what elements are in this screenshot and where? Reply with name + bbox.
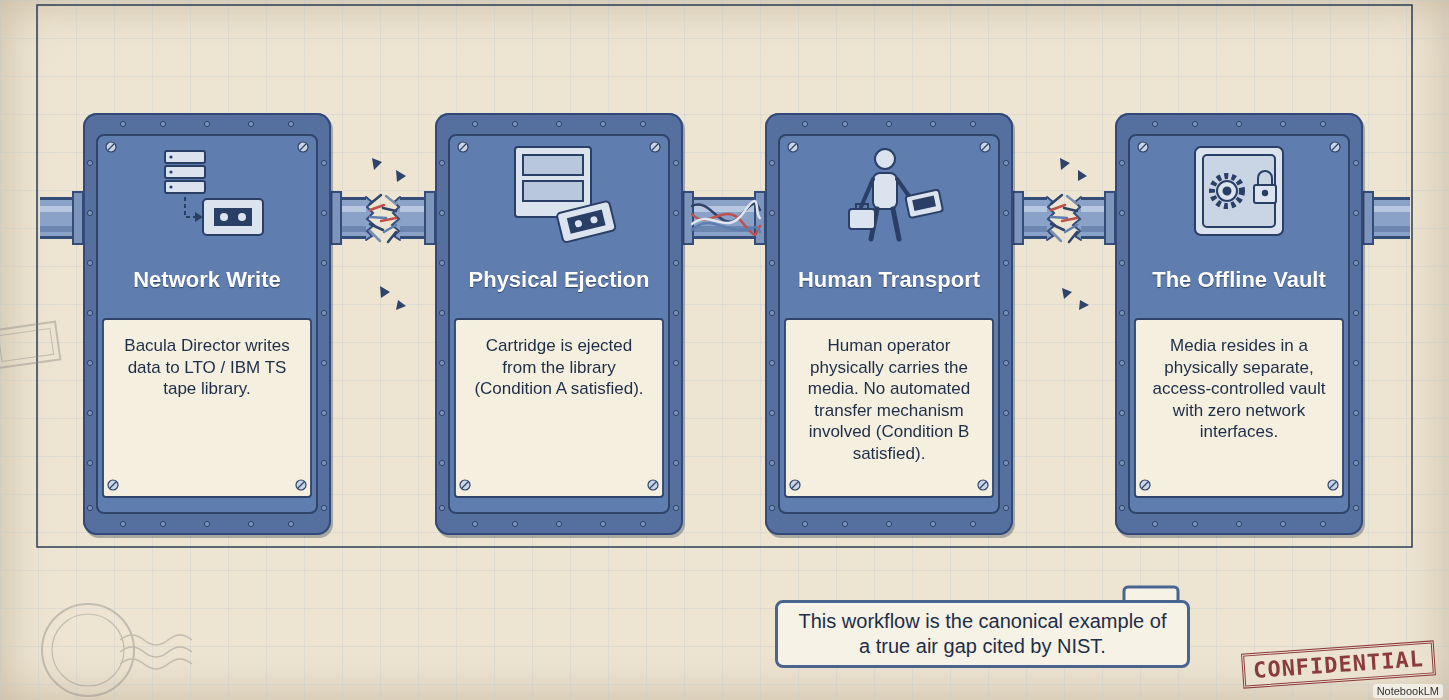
pipe-flange	[683, 192, 693, 244]
caption-text: This workflow is the canonical example o…	[792, 609, 1173, 659]
pipe-connector	[1013, 192, 1115, 244]
break-left	[366, 158, 406, 310]
caption-box: This workflow is the canonical example o…	[775, 600, 1190, 668]
panel-description: Bacula Director writes data to LTO / IBM…	[119, 335, 295, 400]
pipe-flange	[1105, 192, 1115, 244]
stage-panel: Human TransportHuman operator physically…	[765, 113, 1013, 535]
pipe-highlight	[1013, 206, 1115, 212]
stage-panel: The Offline VaultMedia resides in a phys…	[1115, 113, 1363, 535]
panel-description: Media resides in a physically separate, …	[1151, 335, 1327, 443]
pipe-body	[331, 200, 435, 236]
pipe-flange	[425, 192, 435, 244]
panel-heading: Network Write	[133, 268, 281, 293]
pipe-body	[1013, 200, 1115, 236]
panel-body-area: Cartridge is ejected from the library (C…	[457, 325, 661, 493]
pipe-connector	[331, 192, 435, 244]
person-carrying-icon	[765, 113, 1013, 535]
pipe-outline	[1013, 197, 1115, 239]
stage-panel: Physical EjectionCartridge is ejected fr…	[435, 113, 683, 535]
pipe-body	[683, 200, 765, 236]
pipe-connector	[683, 192, 765, 244]
panel-heading: The Offline Vault	[1152, 268, 1326, 293]
break-right	[1047, 158, 1089, 310]
caption-inner: This workflow is the canonical example o…	[792, 609, 1173, 659]
panel-body-area: Human operator physically carries the me…	[787, 325, 991, 493]
panel-description: Human operator physically carries the me…	[801, 335, 977, 464]
panel-body-area: Bacula Director writes data to LTO / IBM…	[105, 325, 309, 493]
panel-body-area: Media resides in a physically separate, …	[1137, 325, 1341, 493]
stage-panel: Network WriteBacula Director writes data…	[83, 113, 331, 535]
watermark: NotebookLM	[1373, 684, 1443, 698]
pipe-outline	[683, 197, 765, 239]
panel-description: Cartridge is ejected from the library (C…	[471, 335, 647, 400]
panel-heading-area: Network Write	[105, 245, 309, 315]
server-to-tape-icon	[83, 113, 331, 535]
twisted-wires	[692, 201, 760, 235]
panel-heading-area: Physical Ejection	[457, 245, 661, 315]
pipe-highlight	[331, 206, 435, 212]
panel-heading-area: The Offline Vault	[1137, 245, 1341, 315]
vault-icon	[1115, 113, 1363, 535]
pipe-flange	[331, 192, 341, 244]
pipe-flange	[1013, 192, 1023, 244]
panel-heading-area: Human Transport	[787, 245, 991, 315]
tape-library-icon	[435, 113, 683, 535]
panel-heading: Human Transport	[798, 268, 980, 293]
pipe-highlight	[683, 206, 765, 212]
panel-heading: Physical Ejection	[469, 268, 650, 293]
pipe-outline	[331, 197, 435, 239]
